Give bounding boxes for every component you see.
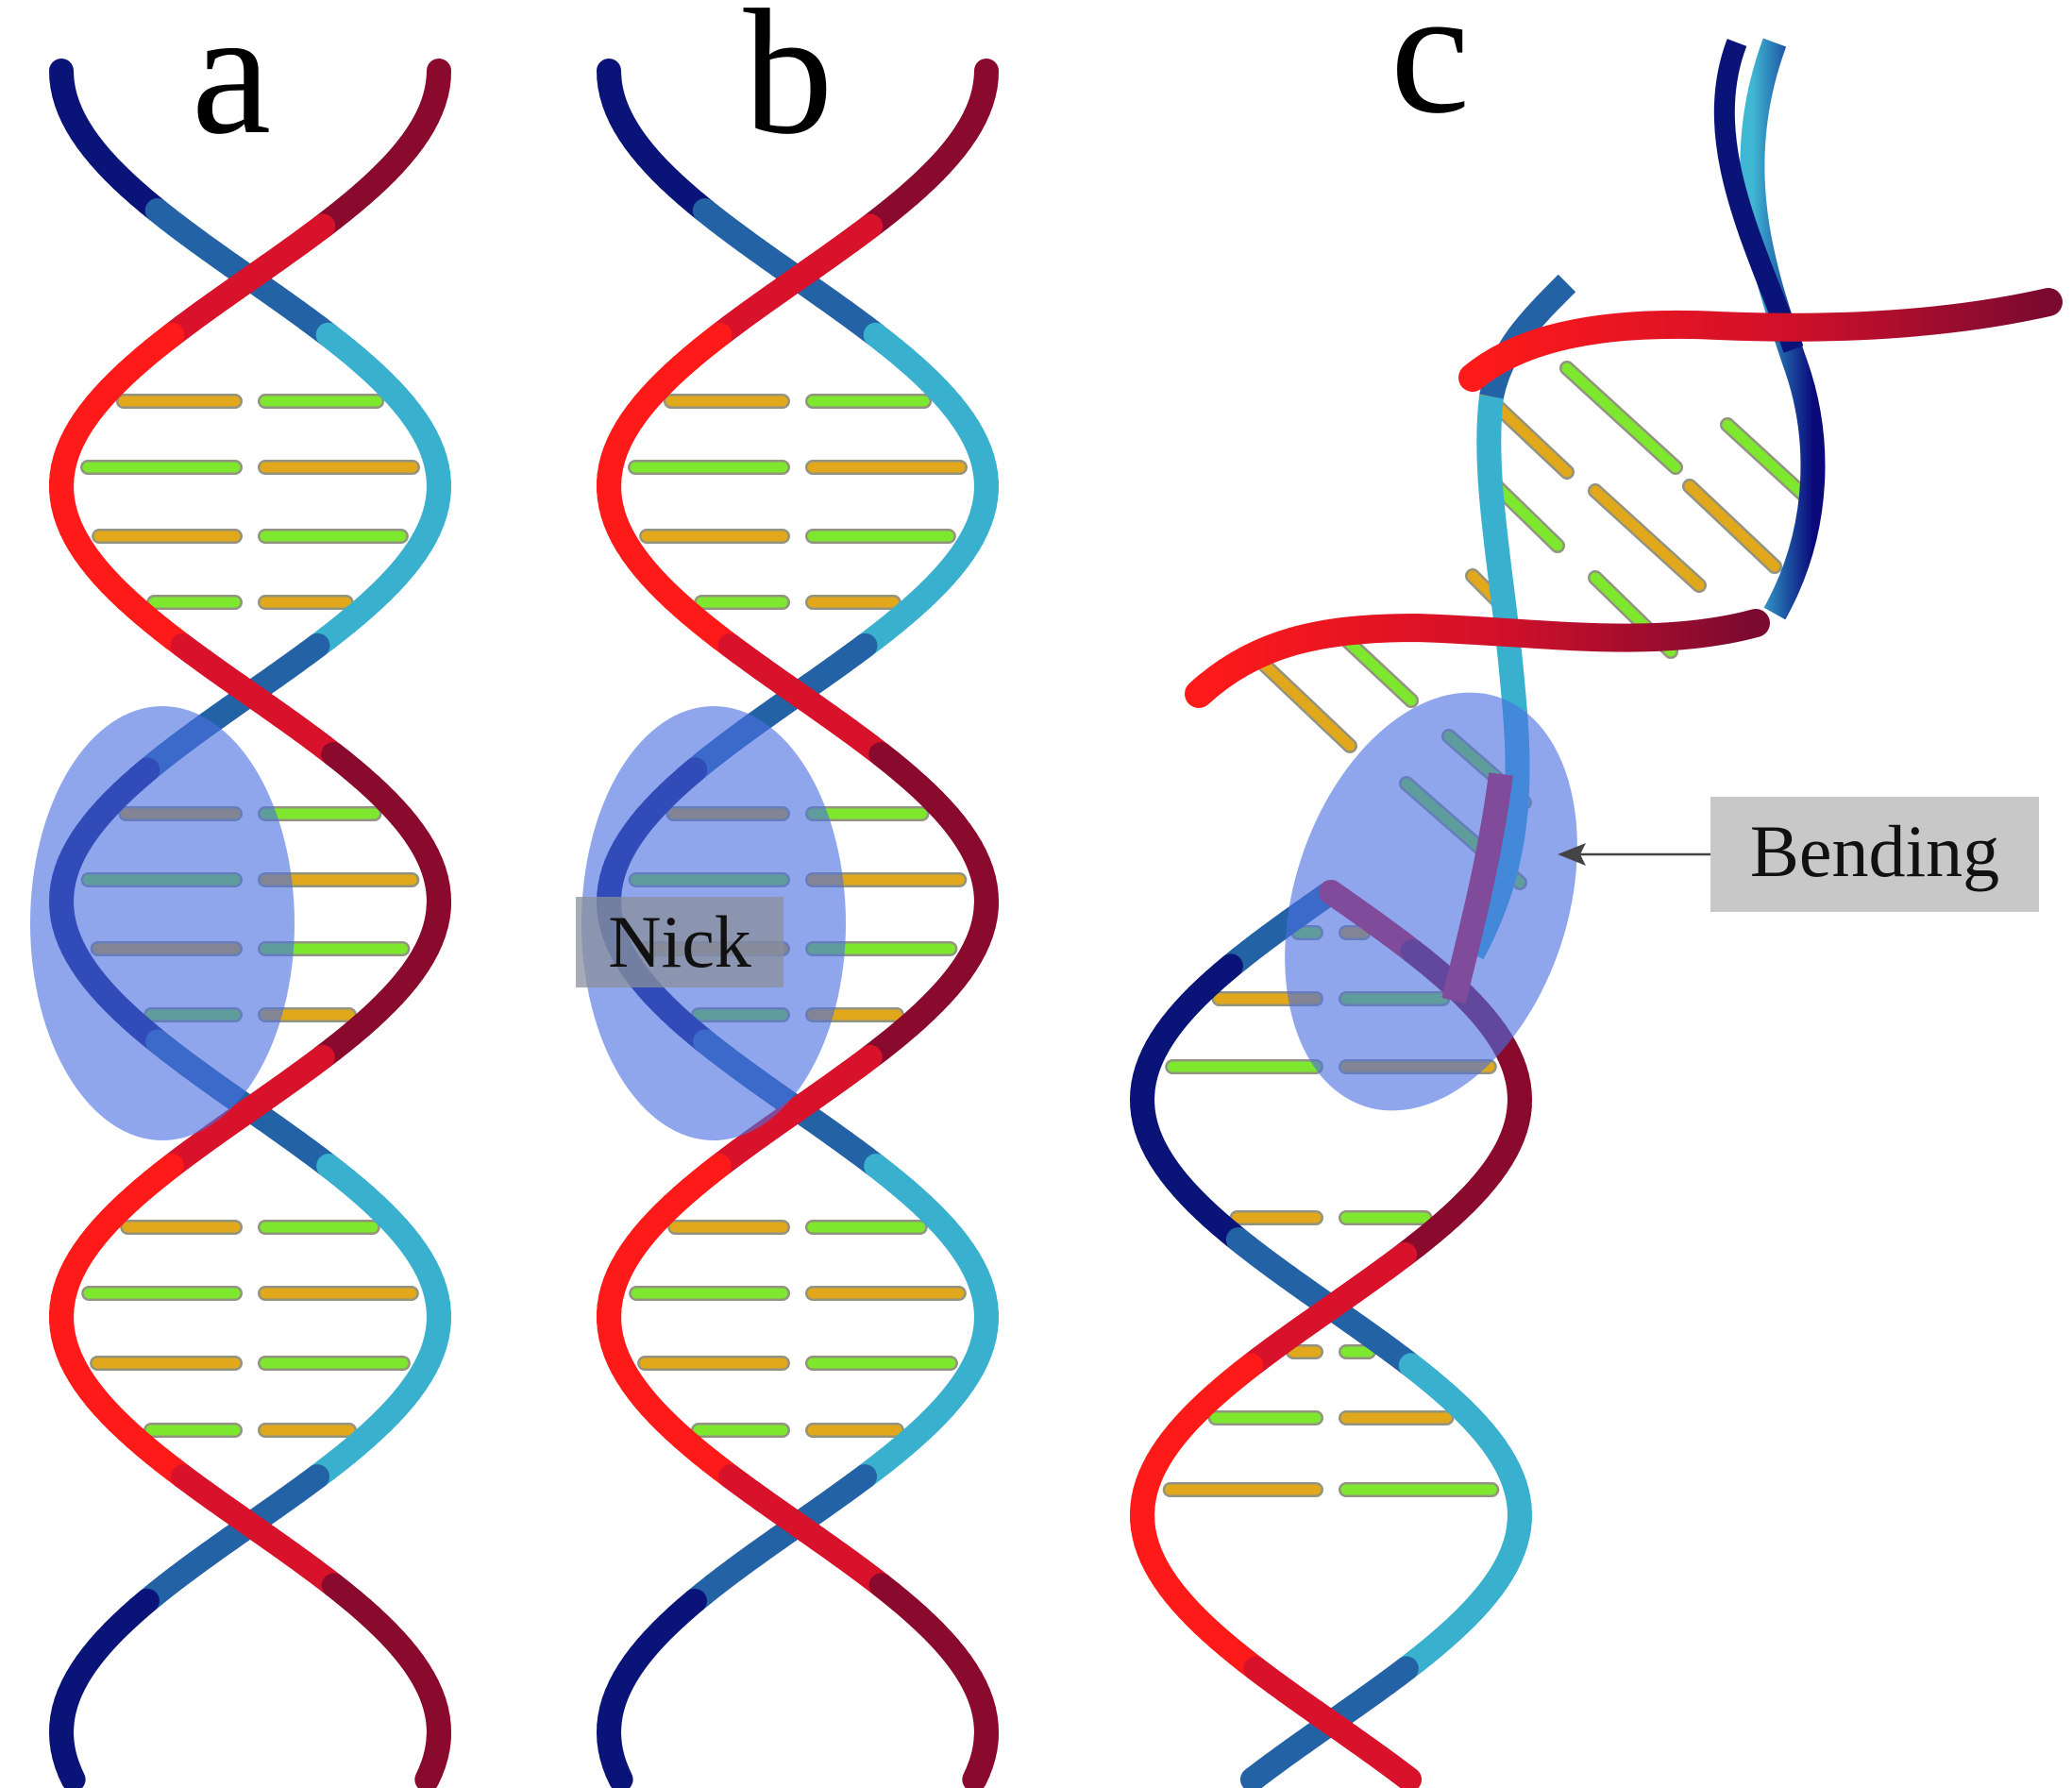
- bending-label-text: Bending: [1750, 810, 1999, 892]
- damage-highlight-c: [1285, 692, 1577, 1111]
- panel-letter-b: b: [744, 0, 834, 172]
- nick-label-box: [576, 897, 783, 987]
- panel-letter-c: c: [1390, 0, 1470, 151]
- strand-red-upper-band: [1458, 288, 2063, 392]
- bending-label: Bending: [1558, 797, 2039, 912]
- base-pair-tilted: [1590, 485, 1705, 591]
- dna-helix-b: [597, 59, 999, 1788]
- strand-red-segment: [1387, 1760, 1423, 1788]
- damage-highlight-a: [30, 706, 295, 1140]
- strand-blue-top-back: [1713, 39, 1804, 353]
- bending-arrow-head: [1558, 843, 1586, 866]
- dna-helix-c-bent: [1130, 38, 2063, 1788]
- strand-red-segment: [962, 1759, 991, 1788]
- base-pair-tilted: [1684, 481, 1780, 572]
- base-pair-tilted: [1722, 419, 1813, 504]
- strand-red-segment: [414, 1759, 444, 1788]
- strand-blue-segment: [57, 1759, 86, 1788]
- base-pair-tilted: [1561, 363, 1681, 473]
- nick-label: Nick: [576, 897, 783, 987]
- base-pair-tilted: [1255, 655, 1356, 751]
- strand-blue-segment: [1239, 1760, 1275, 1788]
- strand-red-lower-band: [1185, 609, 1770, 708]
- nick-label-text: Nick: [608, 901, 751, 983]
- strand-blue-top: [1740, 38, 1826, 620]
- base-pair-tilted: [1335, 629, 1417, 706]
- bending-label-box: [1710, 797, 2039, 912]
- panel-letter-a: a: [192, 0, 271, 172]
- strand-blue-segment: [604, 1759, 633, 1788]
